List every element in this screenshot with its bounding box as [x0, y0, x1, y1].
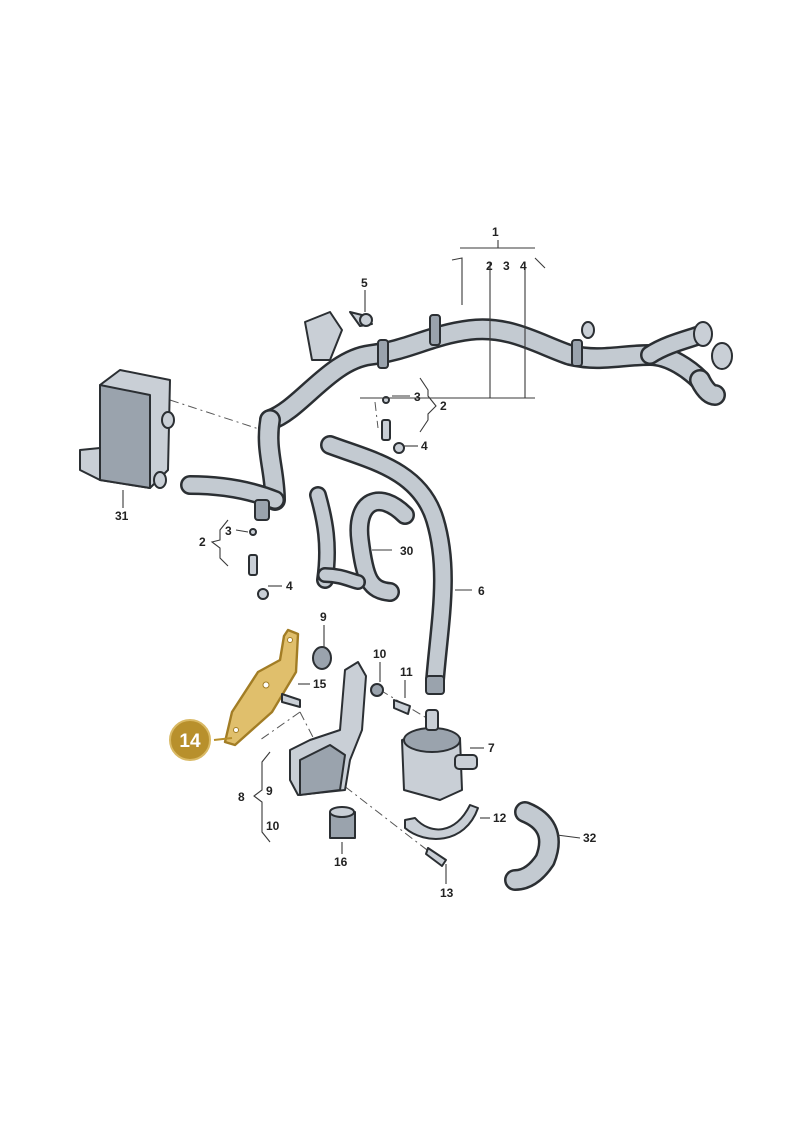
oil-cooler[interactable]	[79, 369, 175, 489]
auxiliary-water-pump[interactable]	[401, 709, 478, 801]
callout-2-top: 2	[486, 259, 493, 273]
callout-14-badge[interactable]: 14	[169, 719, 233, 761]
leader-lines	[122, 240, 581, 884]
bushing-16[interactable]	[329, 806, 356, 839]
callout-13: 13	[440, 886, 454, 900]
callout-6: 6	[478, 584, 485, 598]
highlighted-bracket[interactable]	[223, 628, 300, 747]
callout-31: 31	[115, 509, 129, 523]
callout-12: 12	[493, 811, 507, 825]
callout-9-top: 9	[320, 610, 327, 624]
bolt-13[interactable]	[425, 847, 447, 867]
coolant-hose-6[interactable]	[320, 435, 453, 695]
callout-4-lower: 4	[286, 579, 293, 593]
callout-30: 30	[400, 544, 414, 558]
bolt-5[interactable]	[349, 311, 373, 327]
bolt-11[interactable]	[393, 699, 411, 715]
rubber-mount-9[interactable]	[312, 646, 332, 670]
callout-1: 1	[492, 225, 499, 239]
callout-15: 15	[313, 677, 327, 691]
callout-32: 32	[583, 831, 597, 845]
callout-10-top: 10	[373, 647, 387, 661]
callout-7: 7	[488, 741, 495, 755]
stud-upper[interactable]	[381, 396, 405, 454]
callout-11: 11	[400, 665, 413, 679]
pump-bracket[interactable]	[289, 661, 367, 796]
callout-2-upper: 2	[440, 399, 447, 413]
clamp-12[interactable]	[404, 804, 479, 840]
callout-3-upper: 3	[414, 390, 421, 404]
callout-4-upper: 4	[421, 439, 428, 453]
callout-3-lower: 3	[225, 524, 232, 538]
bolt-15[interactable]	[281, 693, 301, 708]
callout-9-bottom: 9	[266, 784, 273, 798]
callout-labels: 1 2 3 4 5 3 2 4 31 3 2 4 30 6 9 10 11 15…	[115, 225, 597, 900]
callout-16: 16	[334, 855, 348, 869]
callout-5: 5	[361, 276, 368, 290]
main-hose-assembly[interactable]	[259, 311, 733, 431]
callout-10-bottom: 10	[266, 819, 280, 833]
callout-2-lower: 2	[199, 535, 206, 549]
coolant-hose-30[interactable]	[349, 491, 415, 602]
callout-4-top: 4	[520, 259, 527, 273]
connector-hose[interactable]	[309, 486, 366, 590]
stud-lower[interactable]	[248, 528, 269, 600]
coolant-hose-32[interactable]	[504, 801, 560, 891]
callout-14-label: 14	[179, 731, 201, 752]
callout-8: 8	[238, 790, 245, 804]
left-hose-branch[interactable]	[180, 409, 286, 521]
bolt-10[interactable]	[370, 683, 384, 697]
callout-3-top: 3	[503, 259, 510, 273]
